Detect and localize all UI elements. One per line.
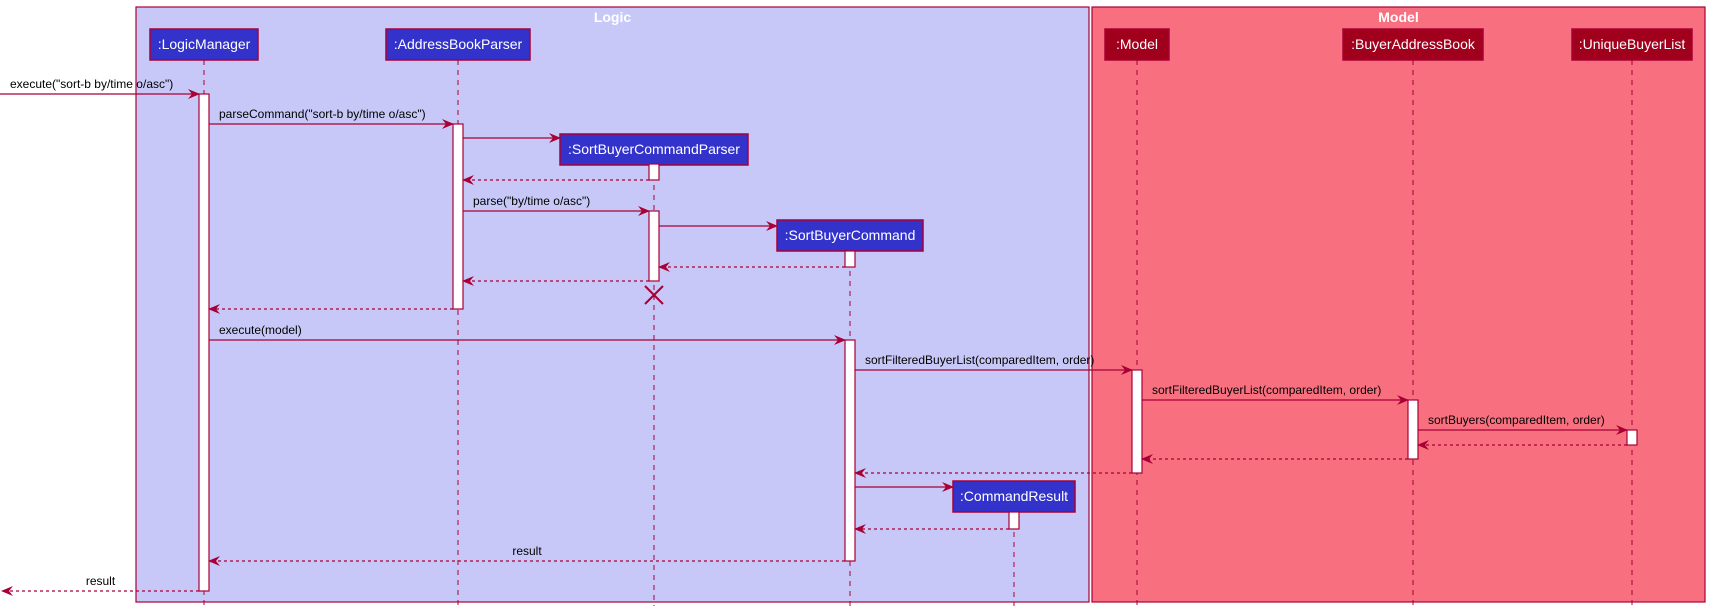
- message-18: result: [208, 544, 845, 566]
- activation-bab-0: [1407, 399, 1419, 460]
- message-11: sortFilteredBuyerList(comparedItem, orde…: [1142, 383, 1409, 405]
- box-title-logic: Logic: [594, 9, 632, 25]
- participant-label-abp: :AddressBookParser: [394, 36, 523, 52]
- message-0: execute("sort-b by/time o/asc"): [0, 77, 200, 99]
- participant-label-sbc: :SortBuyerCommand: [785, 227, 916, 243]
- box-logic: [135, 6, 1090, 603]
- message-label-19: result: [86, 574, 116, 588]
- participant-abp: :AddressBookParser: [385, 28, 531, 61]
- activation-sbc-0: [844, 250, 856, 268]
- activation-lm-0: [198, 93, 210, 592]
- activation-cr-0: [1008, 511, 1020, 530]
- participant-box-sbcp: [559, 133, 749, 166]
- message-label-9: execute(model): [219, 323, 302, 337]
- participant-box-m: [1104, 28, 1170, 61]
- participant-label-sbcp: :SortBuyerCommandParser: [568, 141, 740, 157]
- participant-box-abp: [385, 28, 531, 61]
- message-label-1: parseCommand("sort-b by/time o/asc"): [219, 107, 426, 121]
- participant-box-cr: [952, 480, 1076, 513]
- message-label-18: result: [512, 544, 542, 558]
- message-label-4: parse("by/time o/asc"): [473, 194, 590, 208]
- activation-m-0: [1131, 369, 1143, 474]
- participant-box-ubl: [1571, 28, 1693, 61]
- activation-sbcp-0: [648, 163, 660, 181]
- participant-cr: :CommandResult: [952, 480, 1076, 513]
- participant-lm: :LogicManager: [149, 28, 259, 61]
- participant-label-bab: :BuyerAddressBook: [1351, 36, 1476, 52]
- participant-box-bab: [1342, 28, 1484, 61]
- message-19: result: [1, 574, 199, 596]
- activation-ubl-0: [1626, 429, 1638, 446]
- participant-box-lm: [149, 28, 259, 61]
- participant-label-lm: :LogicManager: [158, 36, 251, 52]
- participant-bab: :BuyerAddressBook: [1342, 28, 1484, 61]
- message-label-0: execute("sort-b by/time o/asc"): [10, 77, 173, 91]
- activation-sbcp-1: [648, 210, 660, 282]
- box-model: [1091, 6, 1706, 603]
- participant-ubl: :UniqueBuyerList: [1571, 28, 1693, 61]
- message-label-12: sortBuyers(comparedItem, order): [1428, 413, 1605, 427]
- message-9: execute(model): [209, 323, 846, 345]
- message-label-10: sortFilteredBuyerList(comparedItem, orde…: [865, 353, 1094, 367]
- destroy-mark-sbcp: [644, 285, 664, 305]
- message-10: sortFilteredBuyerList(comparedItem, orde…: [855, 353, 1133, 375]
- participant-label-m: :Model: [1116, 36, 1158, 52]
- participant-sbcp: :SortBuyerCommandParser: [559, 133, 749, 166]
- message-4: parse("by/time o/asc"): [463, 194, 650, 216]
- participant-sbc: :SortBuyerCommand: [776, 219, 924, 252]
- box-title-model: Model: [1378, 9, 1418, 25]
- participant-m: :Model: [1104, 28, 1170, 61]
- activation-abp-0: [452, 123, 464, 310]
- participant-label-cr: :CommandResult: [960, 488, 1068, 504]
- message-1: parseCommand("sort-b by/time o/asc"): [209, 107, 454, 129]
- activation-sbc-1: [844, 339, 856, 562]
- message-label-11: sortFilteredBuyerList(comparedItem, orde…: [1152, 383, 1381, 397]
- participant-label-ubl: :UniqueBuyerList: [1579, 36, 1686, 52]
- message-12: sortBuyers(comparedItem, order): [1418, 413, 1628, 435]
